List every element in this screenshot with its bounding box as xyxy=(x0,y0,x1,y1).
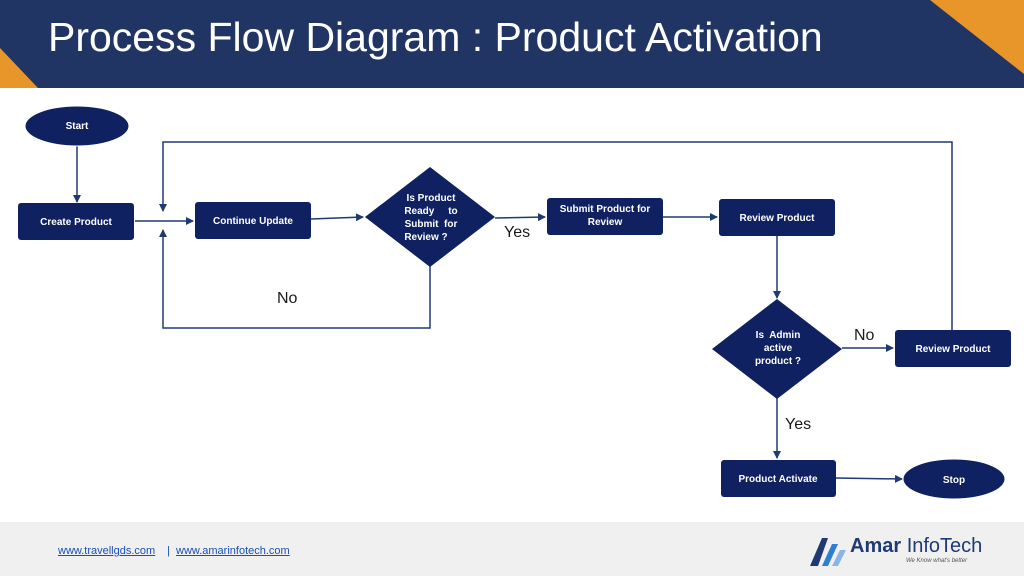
edge-loop-from-review-2 xyxy=(159,141,953,330)
decision-ready-line-4: Review ? xyxy=(404,232,447,243)
logo-wordmark: Amar InfoTech xyxy=(850,535,983,557)
create-product-node: Create Product xyxy=(18,203,134,240)
edge-ready-yes xyxy=(494,213,546,222)
stop-node: Stop xyxy=(902,458,1006,500)
start-node: Start xyxy=(24,105,130,147)
footer-bar: www.travellgds.com | www.amarinfotech.co… xyxy=(0,522,1024,576)
process-flow-diagram: Start Create Product Continue Update Is … xyxy=(18,105,1011,500)
edge-label-admin-yes: Yes xyxy=(785,416,811,433)
decision-ready-node: Is Product Ready to Submit for Review ? xyxy=(365,167,495,267)
stop-label: Stop xyxy=(943,475,965,486)
decision-admin-line-3: product ? xyxy=(755,356,801,367)
edge-label-ready-no: No xyxy=(277,290,298,307)
edge-label-admin-no: No xyxy=(854,327,875,344)
edge-activate-to-stop xyxy=(835,474,903,483)
review-product-2-label: Review Product xyxy=(915,344,991,355)
submit-review-node: Submit Product for Review xyxy=(547,198,663,235)
logo-mark-icon xyxy=(810,538,846,566)
travellgds-link[interactable]: www.travellgds.com xyxy=(58,545,156,557)
review-product-1-label: Review Product xyxy=(739,213,815,224)
decision-admin-line-2: active xyxy=(764,343,793,354)
banner-accent-shapes xyxy=(0,0,1024,88)
review-product-node-2: Review Product xyxy=(895,330,1011,367)
decision-ready-line-3: Submit for xyxy=(405,219,458,230)
logo-tagline: We Know what's better xyxy=(906,558,968,564)
edge-label-ready-yes: Yes xyxy=(504,224,530,241)
submit-review-line-2: Review xyxy=(588,217,623,228)
product-activate-label: Product Activate xyxy=(738,474,818,485)
decision-admin-line-1: Is Admin xyxy=(756,330,801,341)
company-logo: Amar InfoTech We Know what's better xyxy=(806,532,991,572)
edge-ready-no xyxy=(159,229,431,329)
decision-ready-line-1: Is Product xyxy=(407,193,457,204)
decision-admin-node: Is Admin active product ? xyxy=(712,299,842,399)
amarinfotech-link[interactable]: www.amarinfotech.com xyxy=(176,545,290,557)
connectors xyxy=(73,141,953,483)
footer-separator: | xyxy=(167,545,170,557)
review-product-node-1: Review Product xyxy=(719,199,835,236)
title-banner: Process Flow Diagram : Product Activatio… xyxy=(0,0,1024,88)
edge-continue-to-ready xyxy=(310,213,364,222)
decision-ready-line-2: Ready to xyxy=(404,206,457,217)
submit-review-line-1: Submit Product for xyxy=(560,204,651,215)
start-label: Start xyxy=(66,121,89,132)
create-product-label: Create Product xyxy=(40,217,112,228)
continue-update-node: Continue Update xyxy=(195,202,311,239)
product-activate-node: Product Activate xyxy=(721,460,836,497)
page-title: Process Flow Diagram : Product Activatio… xyxy=(48,14,823,60)
continue-update-label: Continue Update xyxy=(213,216,293,227)
